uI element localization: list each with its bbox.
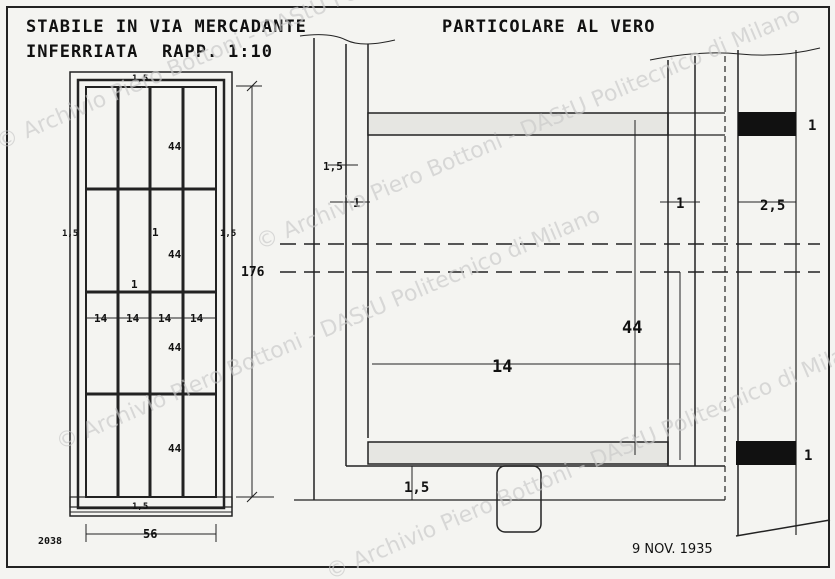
detail-bottom-bar-dim: 1,5	[404, 480, 429, 496]
detail-left-bar-dim: 1,5	[323, 160, 343, 173]
grille-elevation	[69, 71, 233, 517]
sheet-border	[6, 6, 830, 568]
side-right-dim: 1,5	[220, 229, 236, 239]
panel-height-1: 44	[168, 140, 182, 153]
width-dimension-line	[85, 524, 217, 542]
column-width-4: 14	[190, 312, 204, 325]
full-scale-detail	[280, 34, 831, 537]
drawing-date: 9 NOV. 1935	[632, 542, 713, 557]
detail-title: PARTICOLARE AL VERO	[442, 17, 655, 37]
detail-right-width-dim: 2,5	[760, 198, 785, 214]
detail-panel-height: 44	[622, 318, 642, 338]
column-width-1: 14	[94, 312, 108, 325]
bottom-bar-dim: 1,5	[132, 502, 148, 512]
side-left-dim: 1,5	[62, 229, 78, 239]
scale-value: 1:10	[228, 42, 273, 62]
height-dimension-line	[236, 80, 274, 503]
detail-bottom-right-dim: 1	[804, 448, 812, 464]
sheet-number: 2038	[38, 536, 62, 547]
title-line-1: STABILE IN VIA MERCADANTE	[26, 17, 307, 37]
panel-height-4: 44	[168, 442, 182, 455]
title-line-2: INFERRIATA	[26, 42, 138, 62]
column-width-3: 14	[158, 312, 172, 325]
top-bar-dim: 1,5	[132, 74, 148, 84]
detail-left-inner-dim: 1	[353, 196, 360, 210]
panel-height-3: 44	[168, 341, 182, 354]
watermark-3: © Archivio Piero Bottoni - DAStU Politec…	[253, 3, 804, 256]
mid-bar-dim: 1	[152, 226, 159, 239]
total-width-label: 56	[143, 527, 157, 541]
watermark-2: © Archivio Piero Bottoni - DAStU Politec…	[53, 203, 604, 456]
panel-height-2: 44	[168, 248, 182, 261]
column-width-2: 14	[126, 312, 140, 325]
total-height-label: 176	[241, 265, 265, 280]
detail-panel-width: 14	[492, 357, 512, 377]
cross-bar-dim: 1	[131, 278, 138, 291]
detail-top-right-dim: 1	[808, 118, 816, 134]
detail-right-inner-dim: 1	[676, 196, 684, 212]
scale-label: RAPP.	[162, 42, 218, 62]
